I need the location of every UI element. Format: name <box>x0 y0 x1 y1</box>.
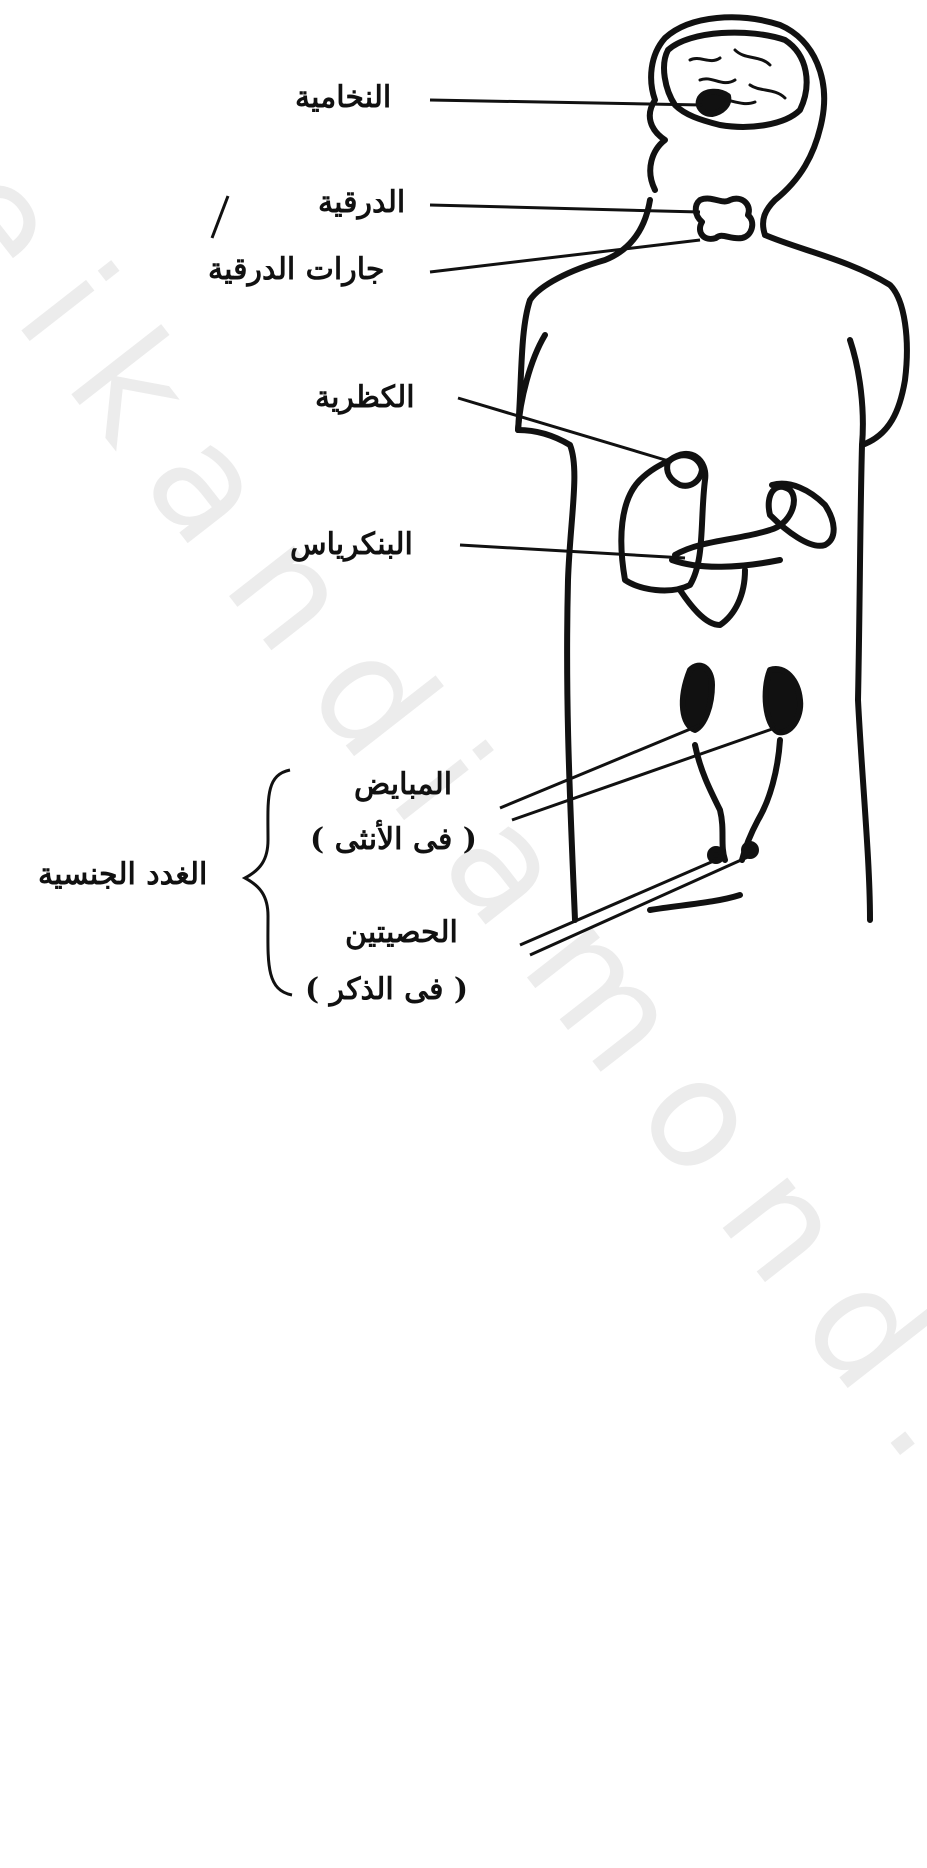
ovaries-leader-1 <box>500 725 700 808</box>
pancreas-label: البنكرياس <box>290 530 413 560</box>
left-ovary <box>683 666 712 730</box>
right-ovary <box>766 669 801 732</box>
torso-right-outline <box>765 235 907 920</box>
ovaries-leader-2 <box>512 728 775 820</box>
thyroid-leader <box>430 205 700 212</box>
ovaries-note: ( فى الأنثى ) <box>310 825 477 855</box>
liver-outline <box>621 454 705 591</box>
pancreas-gland <box>675 484 834 555</box>
adrenal-leader <box>458 398 672 462</box>
testes-leader-2 <box>530 856 750 955</box>
thyroid-gland <box>696 199 753 239</box>
right-testis <box>744 844 756 856</box>
parathyroid-label: جارات الدرقية <box>208 255 384 285</box>
left-testis <box>710 849 722 861</box>
pituitary-gland <box>699 92 729 114</box>
gonads-label: الغدد الجنسية <box>38 860 207 890</box>
ovaries-label: المبايض <box>354 770 452 800</box>
parathyroid-leader <box>430 240 700 272</box>
stomach-outline <box>680 570 745 625</box>
endocrine-diagram: eikandiamond.com <box>0 0 927 1034</box>
testes-note: ( فى الذكر ) <box>305 975 468 1005</box>
testes-label: الحصيتين <box>345 918 458 948</box>
thyroid-label: الدرقية <box>318 188 405 218</box>
adrenal-gland <box>667 455 702 485</box>
adrenal-label: الكظرية <box>315 383 415 413</box>
uterus-outline <box>695 740 780 860</box>
gonads-brace <box>245 770 292 995</box>
pituitary-label: النخامية <box>295 83 391 113</box>
pituitary-leader <box>430 100 702 105</box>
